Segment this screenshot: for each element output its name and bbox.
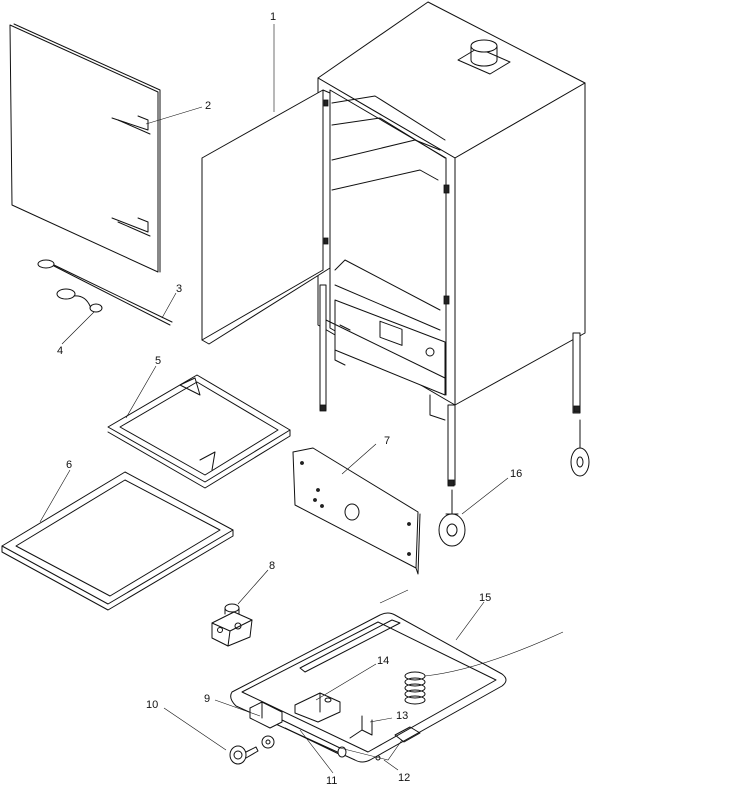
upper-hinge	[111, 115, 151, 135]
callout-5: 5	[155, 355, 161, 367]
callout-4: 4	[57, 345, 63, 357]
washer	[261, 735, 275, 749]
callout-12: 12	[398, 772, 410, 784]
drip-pan	[1, 471, 234, 611]
coil-assembly	[404, 631, 564, 705]
shelf-tray	[107, 374, 291, 489]
callout-2: 2	[205, 100, 211, 112]
callout-15: 15	[479, 592, 491, 604]
leader-lines	[39, 24, 509, 774]
pilot-bracket	[349, 715, 373, 739]
cabinet-door	[201, 89, 331, 345]
cabinet	[317, 1, 590, 487]
callout-1: 1	[270, 11, 276, 23]
control-knob	[229, 745, 259, 765]
callout-14: 14	[377, 655, 389, 667]
callout-labels: 1 2 3 4 5 6 7 8 9 10 11 12 13 14 15 16	[57, 11, 522, 785]
front-caster	[438, 489, 466, 547]
control-plate	[292, 447, 421, 575]
burner-pan	[230, 589, 507, 763]
wire-clip	[56, 288, 103, 313]
callout-9: 9	[204, 693, 210, 705]
callout-10: 10	[146, 699, 158, 711]
rear-caster	[570, 419, 590, 477]
callout-11: 11	[326, 775, 337, 785]
callout-13: 13	[396, 710, 408, 722]
door-panel	[9, 23, 161, 273]
callout-7: 7	[384, 435, 390, 447]
lower-hinge	[111, 217, 151, 237]
manifold	[249, 692, 421, 761]
gas-valve	[211, 603, 253, 647]
callout-8: 8	[269, 560, 275, 572]
callout-3: 3	[176, 283, 182, 295]
wire-handle	[37, 259, 173, 326]
callout-6: 6	[66, 459, 72, 471]
callout-16: 16	[510, 468, 522, 480]
